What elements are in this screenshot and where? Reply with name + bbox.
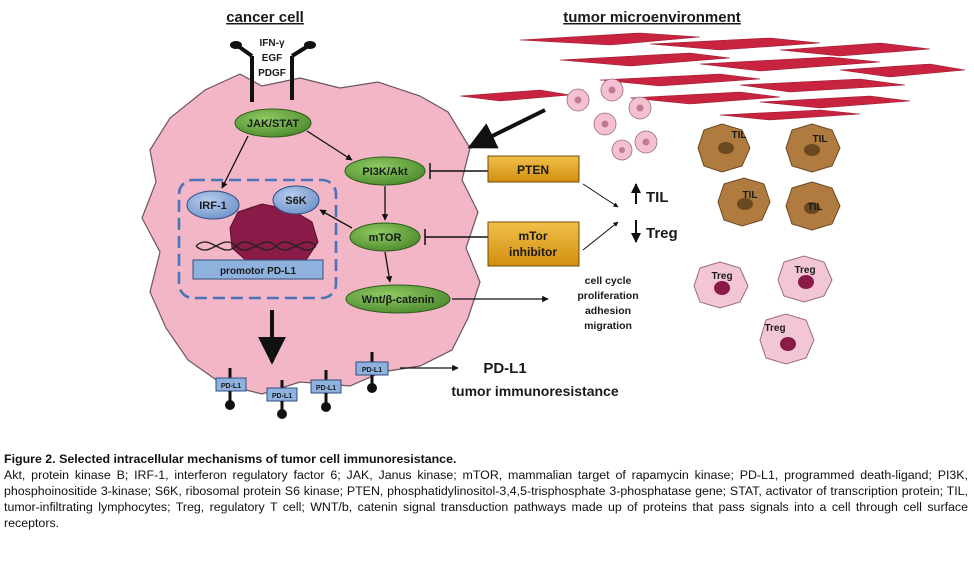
ligand-ifn: IFN-γ — [260, 38, 285, 49]
ligand-egf: EGF — [262, 53, 283, 64]
mtor-label: mTOR — [369, 232, 402, 244]
treg-cell: Treg — [777, 255, 833, 303]
microenvironment-title: tumor microenvironment — [563, 9, 741, 26]
pdl1-protein: PD-L1 — [310, 370, 342, 412]
diagram-canvas: cancer cell tumor microenvironment IFN-γ… — [141, 9, 966, 419]
outcome-adhesion: adhesion — [585, 305, 631, 317]
pdl1-protein: PD-L1 — [266, 380, 298, 419]
treg-cell: Treg — [759, 313, 815, 365]
pdl1-protein-label: PD-L1 — [221, 383, 241, 390]
til-cell: TIL — [697, 123, 751, 173]
pi3k-akt-node — [344, 156, 426, 186]
receptor-right — [290, 41, 316, 100]
ligand-pdgf: PDGF — [258, 68, 286, 79]
pdl1-protein: PD-L1 — [215, 368, 247, 410]
jak-stat-node — [234, 108, 312, 138]
pathway-arrows — [221, 130, 549, 372]
treg-cell-label: Treg — [711, 271, 732, 282]
treg-cell-label: Treg — [794, 265, 815, 276]
irf1-node — [186, 190, 240, 220]
pdl1-protein: PD-L1 — [355, 352, 389, 393]
s6k-node — [272, 185, 320, 215]
outcome-cell-cycle: cell cycle — [585, 275, 632, 287]
jak-stat-label: JAK/STAT — [247, 118, 299, 130]
nucleus-box — [177, 178, 338, 300]
figure-caption: Figure 2. Selected intracellular mechani… — [4, 451, 968, 531]
pdl1-protein-label: PD-L1 — [272, 393, 292, 400]
pten-label: PTEN — [517, 163, 549, 177]
mtor-inhibitor-label-2: inhibitor — [509, 245, 557, 259]
til-cell: TIL — [785, 123, 841, 173]
pten-box — [487, 155, 580, 183]
til-cell: TIL — [717, 177, 771, 227]
cancer-cell-title: cancer cell — [226, 9, 304, 26]
promotor-pdl1-label: promotor PD-L1 — [220, 266, 297, 277]
promotor-pdl1-bar — [192, 259, 324, 280]
effect-arrows — [582, 183, 619, 251]
caption-body: Akt, protein kinase B; IRF-1, interferon… — [4, 468, 968, 530]
outcome-proliferation: proliferation — [577, 290, 638, 302]
stroma-fibers — [459, 32, 966, 121]
microenvironment-arrow — [467, 108, 546, 149]
pdl1-protein-label: PD-L1 — [362, 367, 382, 374]
immunoresistance-label: tumor immunoresistance — [451, 383, 618, 399]
til-cell-label: TIL — [743, 190, 758, 201]
irf1-label: IRF-1 — [199, 200, 227, 212]
pdl1-protein-label: PD-L1 — [316, 385, 336, 392]
til-cell-label: TIL — [813, 134, 828, 145]
mtor-inhibitor-box — [487, 221, 580, 267]
til-cell: TIL — [785, 181, 841, 231]
til-cell-label: TIL — [808, 202, 823, 213]
treg-cell-label: Treg — [764, 323, 785, 334]
receptor-left — [230, 41, 254, 102]
stromal-cell-nuclei — [574, 86, 650, 153]
dna-helix-icon — [195, 241, 317, 251]
treg-cell: Treg — [693, 261, 749, 309]
treg-down-label: Treg — [646, 225, 678, 242]
mtor-node — [349, 222, 421, 252]
til-cell-label: TIL — [732, 130, 747, 141]
pi3k-akt-label: PI3K/Akt — [362, 166, 408, 178]
inhibition-lines — [424, 163, 488, 245]
outcome-migration: migration — [584, 320, 632, 332]
s6k-label: S6K — [285, 195, 306, 207]
til-up-label: TIL — [646, 189, 669, 206]
wnt-label: Wnt/β-catenin — [362, 294, 435, 306]
caption-title: Figure 2. Selected intracellular mechani… — [4, 452, 457, 466]
pdl1-output-label: PD-L1 — [483, 360, 526, 377]
wnt-node — [345, 284, 451, 314]
mtor-inhibitor-label-1: mTor — [518, 229, 547, 243]
